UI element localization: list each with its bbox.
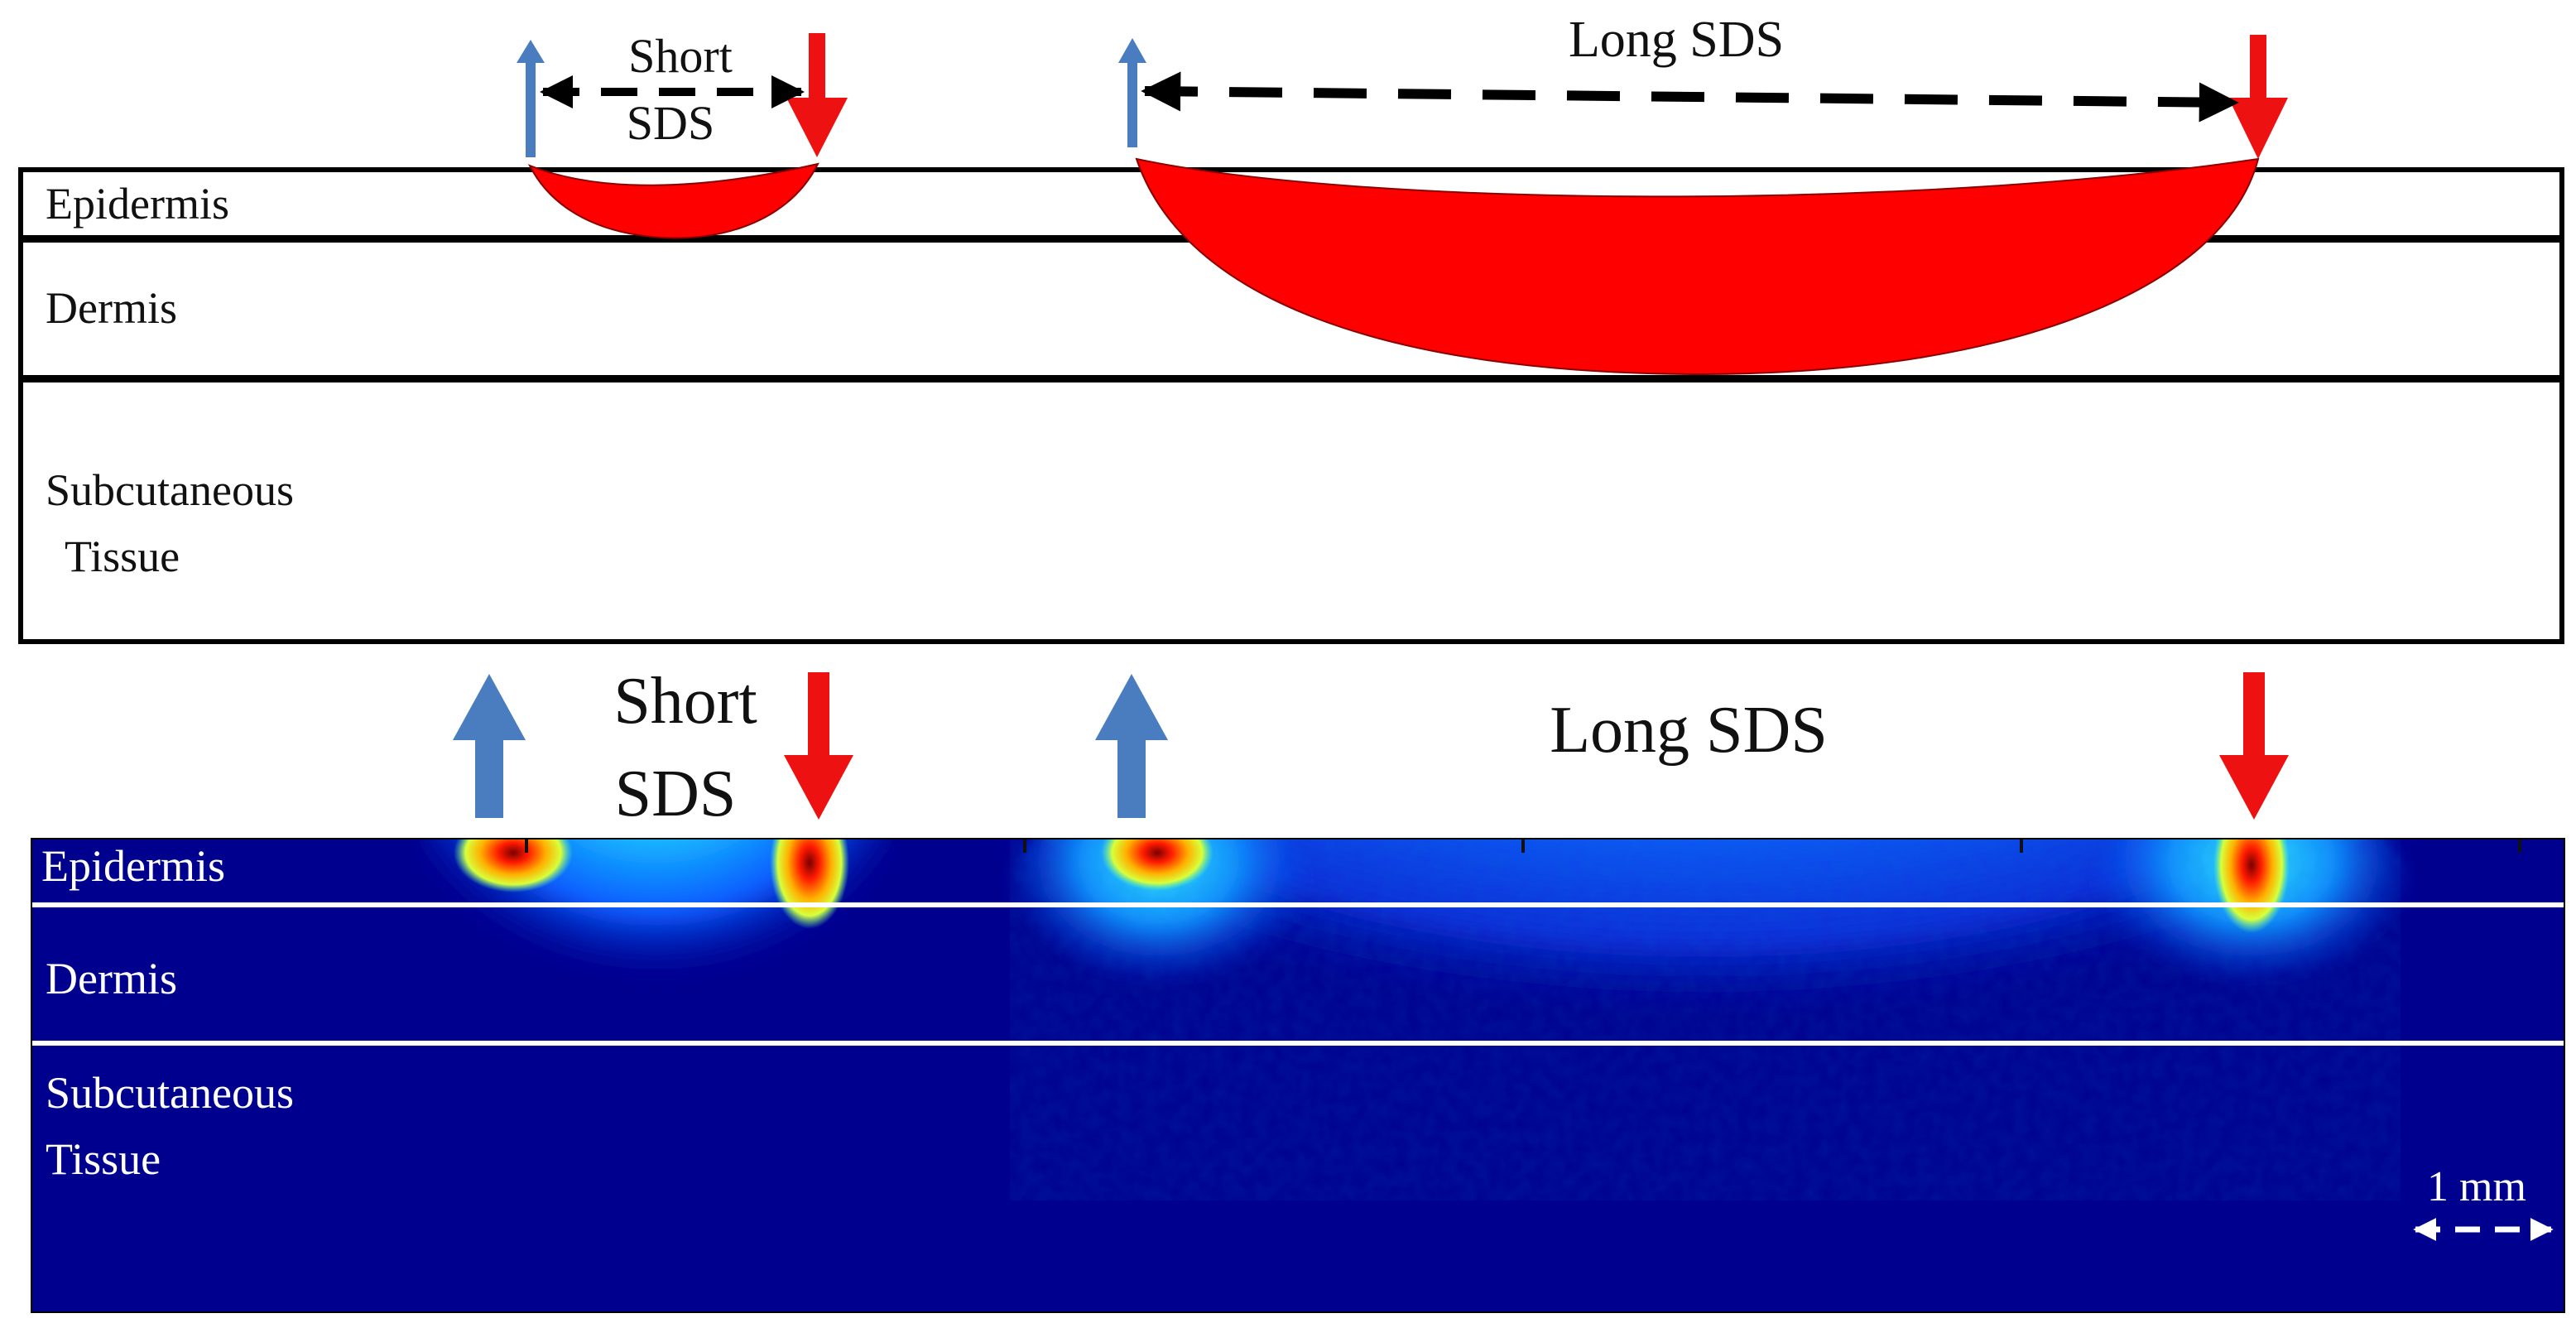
top-long-source-arrow-icon: [1118, 38, 1146, 147]
top-dermis-label: Dermis: [46, 283, 177, 333]
top-epidermis-label: Epidermis: [46, 179, 229, 229]
heatmap-dermis-label: Dermis: [46, 954, 177, 1003]
heatmap-tissue-label: Tissue: [46, 1134, 161, 1184]
long-sds-banana-path: [1135, 157, 2260, 376]
top-subcutaneous-label: Subcutaneous: [46, 465, 294, 515]
short-detector-hotspot: [770, 839, 849, 929]
short-sds-label-line1: Short: [613, 665, 757, 738]
long-sds-label: Long SDS: [1550, 694, 1828, 767]
short-sds-banana-path: [527, 162, 819, 239]
top-long-detector-arrow-icon: [2228, 35, 2288, 159]
top-short-source-arrow-icon: [517, 40, 545, 157]
scale-bar: 1 mm: [2413, 1163, 2554, 1241]
middle-arrows: Short SDS Long SDS: [453, 665, 2289, 830]
heatmap-subcutaneous-label: Subcutaneous: [46, 1068, 294, 1118]
top-short-label-line2: SDS: [627, 96, 714, 150]
short-source-hotspot: [454, 839, 573, 892]
scale-bar-label: 1 mm: [2427, 1163, 2526, 1210]
long-detector-arrow-icon: [2219, 672, 2289, 820]
heatmap-panel: [31, 839, 2564, 1312]
top-subcutaneous-layer: [18, 378, 2564, 644]
heatmap-top-ticks: [525, 839, 2521, 853]
short-source-arrow-icon: [453, 674, 526, 818]
top-short-label-line1: Short: [628, 29, 733, 83]
top-panel: Epidermis Dermis Subcutaneous Tissue Sho…: [18, 12, 2564, 644]
long-detector-hotspot: [2213, 839, 2290, 933]
top-long-distance-arrow-icon: [1141, 71, 2239, 123]
heatmap-epidermis-label: Epidermis: [41, 841, 225, 891]
long-source-arrow-icon: [1095, 674, 1168, 818]
short-sds-diffuse-region: [416, 839, 896, 1093]
short-detector-arrow-icon: [784, 672, 853, 820]
short-sds-label-line2: SDS: [615, 758, 737, 830]
top-short-detector-arrow-icon: [786, 33, 848, 157]
top-tissue-label: Tissue: [65, 532, 180, 581]
long-source-hotspot: [1101, 839, 1214, 891]
top-long-label: Long SDS: [1569, 12, 1784, 68]
